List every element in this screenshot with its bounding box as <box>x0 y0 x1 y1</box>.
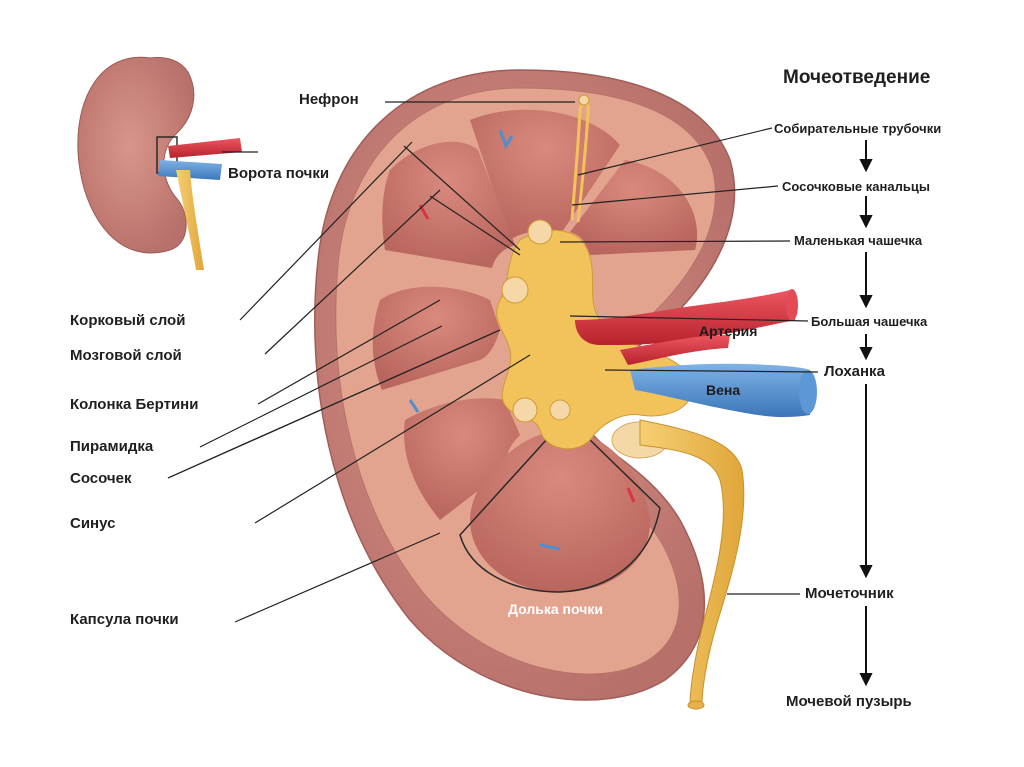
vein-end <box>799 370 817 414</box>
small-artery <box>168 138 242 158</box>
artery-branch <box>620 335 730 365</box>
pyramid-lobe <box>470 430 651 593</box>
nephron-glomerulus <box>578 94 590 106</box>
label-papilla: Сосочек <box>70 470 132 487</box>
vessel-1 <box>498 129 514 150</box>
flow-leader-lines <box>559 127 819 595</box>
pyramid-lower-left <box>404 398 520 520</box>
renal-artery <box>575 290 795 345</box>
minor-calyx-4 <box>549 399 571 421</box>
flow-step-major-calyx: Большая чашечка <box>811 314 928 329</box>
label-sinus: Синус <box>70 515 116 532</box>
pyramid-upper-left <box>382 141 515 268</box>
label-pyramid: Пирамидка <box>70 438 154 455</box>
ureter-end <box>687 700 705 710</box>
flow-step-papillary-ducts: Сосочковые канальцы <box>782 179 930 194</box>
leader-lines <box>167 101 575 623</box>
pyramid-upper-right <box>570 160 698 255</box>
minor-calyx-1 <box>527 219 553 245</box>
flow-step-collecting-ducts: Собирательные трубочки <box>774 121 942 136</box>
label-bertin-column: Колонка Бертини <box>70 396 199 413</box>
flow-step-pelvis: Лоханка <box>824 363 885 380</box>
flow-step-bladder: Мочевой пузырь <box>786 693 912 710</box>
label-artery: Артерия <box>699 323 758 339</box>
label-lobe: Долька почки <box>508 601 603 617</box>
big-kidney <box>314 69 817 710</box>
small-kidney <box>77 56 242 270</box>
label-vein: Вена <box>706 382 741 398</box>
flow-arrows <box>859 140 873 687</box>
minor-calyx-2 <box>501 276 529 304</box>
vessel-5 <box>626 487 636 503</box>
label-medulla: Мозговой слой <box>70 347 182 364</box>
minor-calyx-3 <box>512 397 538 423</box>
label-cortex: Корковый слой <box>70 312 186 329</box>
lobe-outline <box>459 437 661 593</box>
label-capsule: Капсула почки <box>70 611 179 628</box>
label-nephron: Нефрон <box>299 91 359 108</box>
flow-step-minor-calyx: Маленькая чашечка <box>794 233 923 248</box>
flow-title: Мочеотведение <box>783 67 931 88</box>
vessel-4 <box>539 543 561 551</box>
flow-step-ureter: Мочеточник <box>805 585 894 602</box>
pyramid-mid-left <box>372 286 500 390</box>
vessel-3 <box>408 399 420 413</box>
artery-end <box>786 289 798 321</box>
small-ureter <box>176 170 204 270</box>
small-kidney-body <box>77 56 195 254</box>
label-hilum: Ворота почки <box>228 165 330 182</box>
renal-vein <box>630 363 810 417</box>
